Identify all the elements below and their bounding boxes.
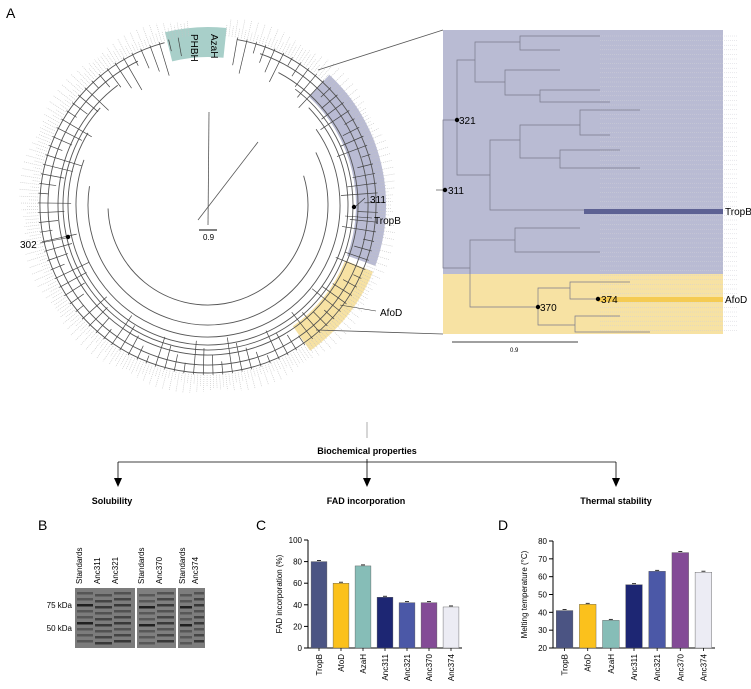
y-tick-label: 30 — [538, 626, 547, 635]
node-label-302: 302 — [20, 240, 37, 251]
tree-scale-label: 0.9 — [203, 233, 215, 242]
x-tick-label: AfoD — [584, 654, 593, 672]
y-tick-label: 60 — [538, 573, 547, 582]
bar — [671, 552, 689, 649]
node-marker-311-zoom — [442, 187, 448, 193]
arrow-fad — [363, 478, 371, 487]
gel-lane-label: Anc321 — [111, 556, 120, 584]
y-tick-label: 0 — [298, 644, 303, 653]
x-tick-label: AzaH — [359, 654, 368, 674]
gel-lane-label: Standards — [137, 548, 146, 584]
y-tick-label: 40 — [293, 601, 302, 610]
y-axis-label: Melting temperature (°C) — [520, 550, 529, 638]
panel-label-b: B — [38, 517, 47, 533]
leaf-label-afod: AfoD — [380, 308, 402, 319]
y-axis-label: FAD incorporation (%) — [275, 554, 284, 633]
panel-label-d: D — [498, 517, 508, 533]
clade-azah — [164, 27, 227, 62]
flow-title: Biochemical properties — [317, 446, 417, 456]
tree-label-phbh: PHBH — [188, 34, 199, 62]
branch-fad: FAD incorporation — [327, 496, 406, 506]
zoom-leaf-label-afod: AfoD — [725, 295, 747, 306]
y-tick-label: 80 — [293, 558, 302, 567]
x-tick-label: TropB — [561, 654, 570, 676]
y-tick-label: 60 — [293, 579, 302, 588]
node-label-311: 311 — [370, 195, 386, 206]
gel-lane-label: Standards — [178, 548, 187, 584]
y-tick-label: 50 — [538, 591, 547, 600]
y-tick-label: 20 — [293, 622, 302, 631]
x-tick-label: TropB — [315, 654, 324, 676]
x-tick-label: Anc311 — [381, 653, 390, 680]
zoom-scale-label: 0.9 — [510, 348, 519, 354]
y-tick-label: 20 — [538, 644, 547, 653]
x-tick-label: AzaH — [607, 654, 616, 674]
node-label-311-zoom: 311 — [448, 186, 464, 197]
panel-label-a: A — [6, 5, 16, 21]
x-tick-label: Anc311 — [630, 653, 639, 680]
gel-lane-label: Anc370 — [155, 556, 164, 584]
bar — [332, 583, 350, 649]
highlight-afod — [598, 297, 723, 302]
x-tick-label: AfoD — [337, 654, 346, 672]
leaf-label-tropb: TropB — [374, 216, 401, 227]
y-tick-label: 70 — [538, 555, 547, 564]
node-label-321: 321 — [459, 116, 476, 127]
bar — [376, 597, 394, 649]
clade-afod-zoom — [443, 274, 723, 334]
node-label-374: 374 — [601, 295, 618, 306]
bar — [648, 571, 666, 649]
gel-lane-label: Anc311 — [93, 557, 102, 584]
arrow-solubility — [114, 478, 122, 487]
branch-thermal: Thermal stability — [580, 496, 652, 506]
arrow-thermal — [612, 478, 620, 487]
gel-image — [75, 588, 205, 648]
panel-label-c: C — [256, 517, 266, 533]
bar — [442, 606, 460, 649]
x-tick-label: Anc374 — [447, 653, 456, 681]
x-tick-label: Anc374 — [699, 653, 708, 681]
y-tick-label: 40 — [538, 608, 547, 617]
y-tick-label: 100 — [289, 536, 303, 545]
x-tick-label: Anc321 — [403, 653, 412, 681]
circular-tree — [19, 19, 395, 393]
bar — [579, 604, 597, 649]
marker-75kda: 75 kDa — [47, 601, 73, 610]
y-tick-label: 80 — [538, 537, 547, 546]
node-label-370: 370 — [540, 303, 557, 314]
gel-lane-label: Standards — [75, 548, 84, 584]
bar — [602, 620, 620, 649]
marker-50kda: 50 kDa — [47, 624, 73, 633]
bar — [420, 602, 438, 649]
bar — [694, 572, 712, 649]
node-marker-321 — [454, 117, 460, 123]
node-marker-370 — [535, 304, 541, 310]
branch-solubility: Solubility — [92, 496, 133, 506]
highlight-tropb — [584, 209, 723, 214]
zoom-leaf-label-tropb: TropB — [725, 207, 751, 218]
node-marker-311 — [351, 204, 357, 210]
tree-label-azah: AzaH — [208, 34, 219, 58]
bar — [354, 565, 372, 649]
x-tick-label: Anc370 — [676, 653, 685, 681]
node-marker-302 — [65, 234, 71, 240]
gel-lane-label: Anc374 — [191, 556, 200, 584]
zoomed-tree — [442, 30, 738, 334]
bar — [556, 610, 574, 649]
node-marker-374 — [595, 296, 601, 302]
bar — [398, 602, 416, 649]
clade-tropb — [308, 74, 387, 266]
clade-tropb-zoom — [443, 30, 723, 274]
bar — [625, 584, 643, 649]
x-tick-label: Anc321 — [653, 653, 662, 681]
bar — [310, 561, 328, 649]
x-tick-label: Anc370 — [425, 653, 434, 681]
